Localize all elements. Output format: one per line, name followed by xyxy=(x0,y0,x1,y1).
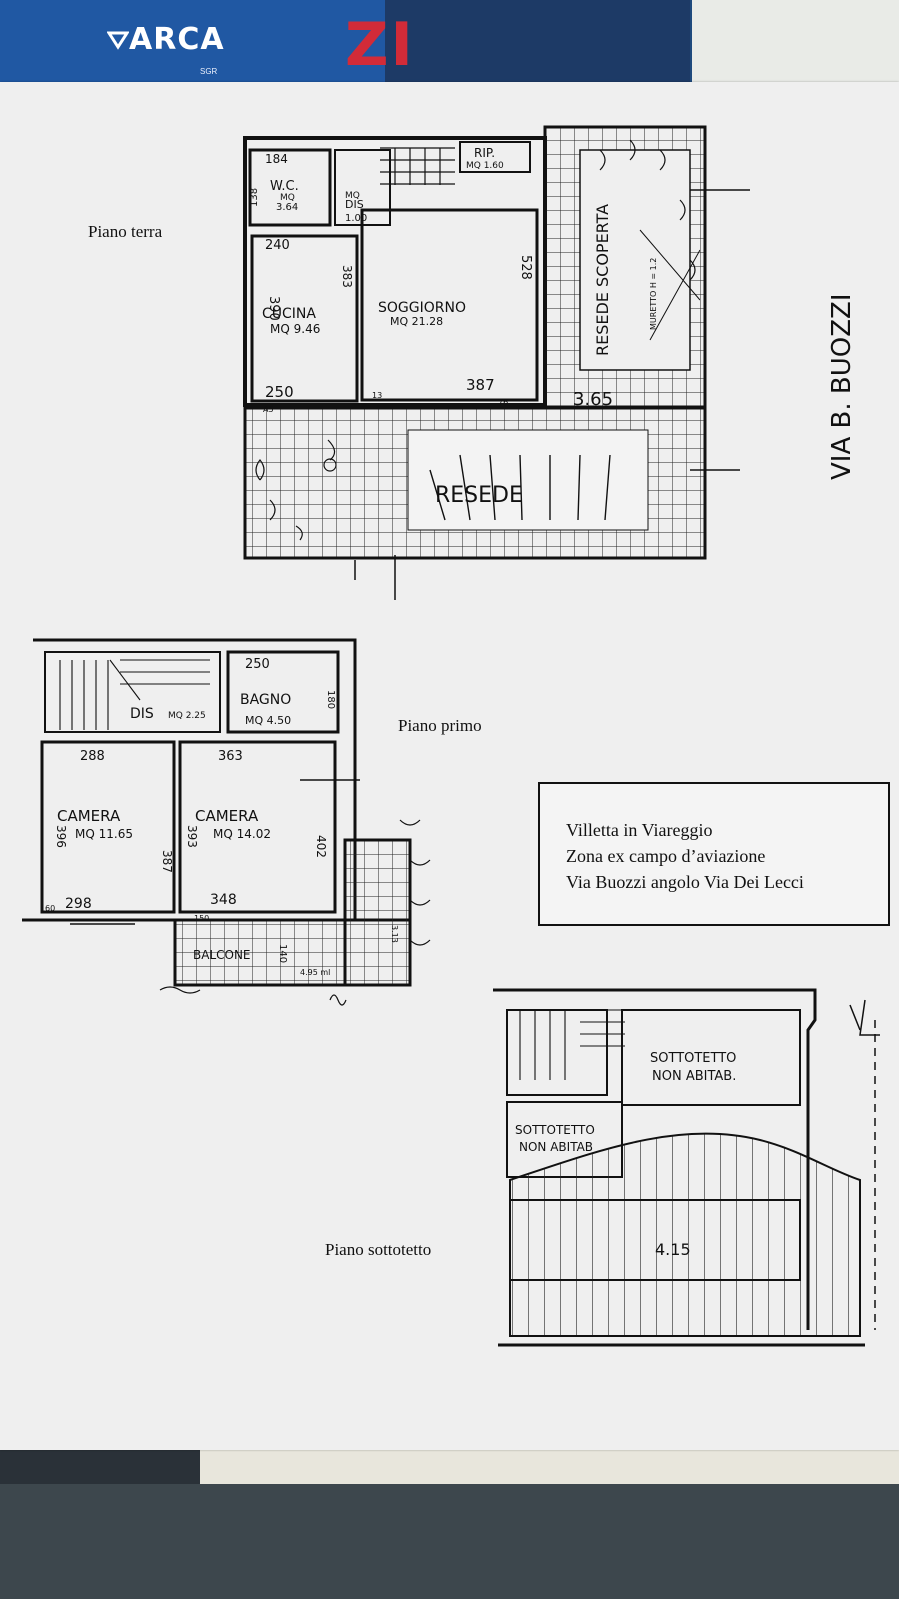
gf-rip-label: RIP. xyxy=(474,146,495,160)
ff-dis-area: MQ 2.25 xyxy=(168,711,206,721)
ff-dis-label: DIS xyxy=(130,706,154,722)
gf-rip-area: MQ 1.60 xyxy=(466,161,504,171)
gf-resede-bottom: RESEDE xyxy=(435,483,523,508)
arca-logo-mark xyxy=(106,31,130,50)
gf-resede-label: RESEDE SCOPERTA xyxy=(593,204,612,356)
ff-room2-area: MQ 14.02 xyxy=(213,827,271,841)
at-height: 4.15 xyxy=(655,1240,691,1259)
ff-small-150: 150 xyxy=(194,914,209,923)
gf-living-side: 383 xyxy=(340,265,354,288)
caption-attic: Piano sottotetto xyxy=(325,1240,432,1259)
arca-logo-sub: SGR xyxy=(200,67,218,76)
ff-bath-width: 250 xyxy=(245,657,270,672)
gf-living-area: MQ 21.28 xyxy=(390,315,443,328)
gf-dis-label: DIS xyxy=(345,198,364,211)
caption-first-floor: Piano primo xyxy=(398,716,482,735)
ff-room2-label: CAMERA xyxy=(195,807,259,825)
ff-room2-right: 402 xyxy=(314,835,328,858)
ground-floor-plan xyxy=(243,125,750,600)
background-sheet xyxy=(692,0,899,90)
ff-balcony-side: 3.13 xyxy=(390,925,399,943)
gf-kitchen-height: 390 xyxy=(266,296,281,321)
arca-logo: ARCA xyxy=(106,22,225,57)
ff-room1-width: 288 xyxy=(80,749,105,764)
gf-wc-height: 138 xyxy=(249,188,260,207)
desk-bottom xyxy=(0,1484,899,1599)
ff-room2-width: 363 xyxy=(218,749,243,764)
info-line-3: Via Buozzi angolo Via Dei Lecci xyxy=(566,872,804,892)
ff-balcony-label: BALCONE xyxy=(193,948,251,962)
ff-room1-small: 60 xyxy=(45,904,55,913)
gf-wc-width: 184 xyxy=(265,152,288,166)
ff-bath-label: BAGNO xyxy=(240,692,291,708)
gf-kitchen-width: 240 xyxy=(265,238,290,253)
gf-resede-dim: 3.65 xyxy=(573,389,613,410)
gf-dis-area-label: MQ xyxy=(345,191,360,201)
caption-ground-floor: Piano terra xyxy=(88,222,163,241)
gf-wc-area-label: MQ xyxy=(280,193,295,203)
ff-bath-side: 180 xyxy=(325,690,336,709)
info-line-2: Zona ex campo d’aviazione xyxy=(566,846,766,866)
ff-room1-area: MQ 11.65 xyxy=(75,827,133,841)
ff-room2-left: 393 xyxy=(185,825,199,848)
red-folder-text: ZI xyxy=(345,10,415,80)
gf-small-b: 13 xyxy=(372,391,382,400)
ff-room1-right: 387 xyxy=(160,850,174,873)
info-line-1: Villetta in Viareggio xyxy=(566,820,713,840)
ff-balcony-length: 4.95 ml xyxy=(300,968,330,977)
gf-wc-area: 3.64 xyxy=(276,202,298,213)
street-label: VIA B. BUOZZI xyxy=(827,294,857,481)
at-label-a2: NON ABITAB. xyxy=(652,1069,736,1084)
at-label-b: SOTTOTETTO xyxy=(515,1123,595,1137)
at-label-b2: NON ABITAB xyxy=(519,1140,593,1154)
property-info-box: Villetta in Viareggio Zona ex campo d’av… xyxy=(538,782,890,926)
first-floor-plan xyxy=(22,638,431,1006)
ff-room1-label: CAMERA xyxy=(57,807,121,825)
gf-living-label: SOGGIORNO xyxy=(378,300,466,316)
ff-room1-bottom: 298 xyxy=(65,896,92,912)
gf-small-a: A5 xyxy=(263,405,274,414)
gf-wc-label: W.C. xyxy=(270,179,299,194)
gf-living-height: 528 xyxy=(518,255,533,280)
arca-logo-text: ARCA xyxy=(129,22,225,57)
gf-kitchen-label: CUCINA xyxy=(262,306,316,322)
gf-kitchen-bottom: 250 xyxy=(265,383,294,401)
attic-plan xyxy=(493,988,880,1347)
ff-room1-left: 396 xyxy=(54,825,68,848)
ff-room2-bottom: 348 xyxy=(210,892,237,908)
ff-bath-area: MQ 4.50 xyxy=(245,714,291,727)
gf-kitchen-area: MQ 9.46 xyxy=(270,322,320,336)
gf-small-c: 76 xyxy=(498,398,508,407)
gf-resede-sub: MURETTO H = 1.2 xyxy=(649,258,658,330)
ff-balcony-dim: 140 xyxy=(277,944,288,963)
gf-dis-area: 1.00 xyxy=(345,213,367,224)
gf-living-bottom: 387 xyxy=(466,376,495,394)
at-label-a: SOTTOTETTO xyxy=(650,1051,736,1066)
